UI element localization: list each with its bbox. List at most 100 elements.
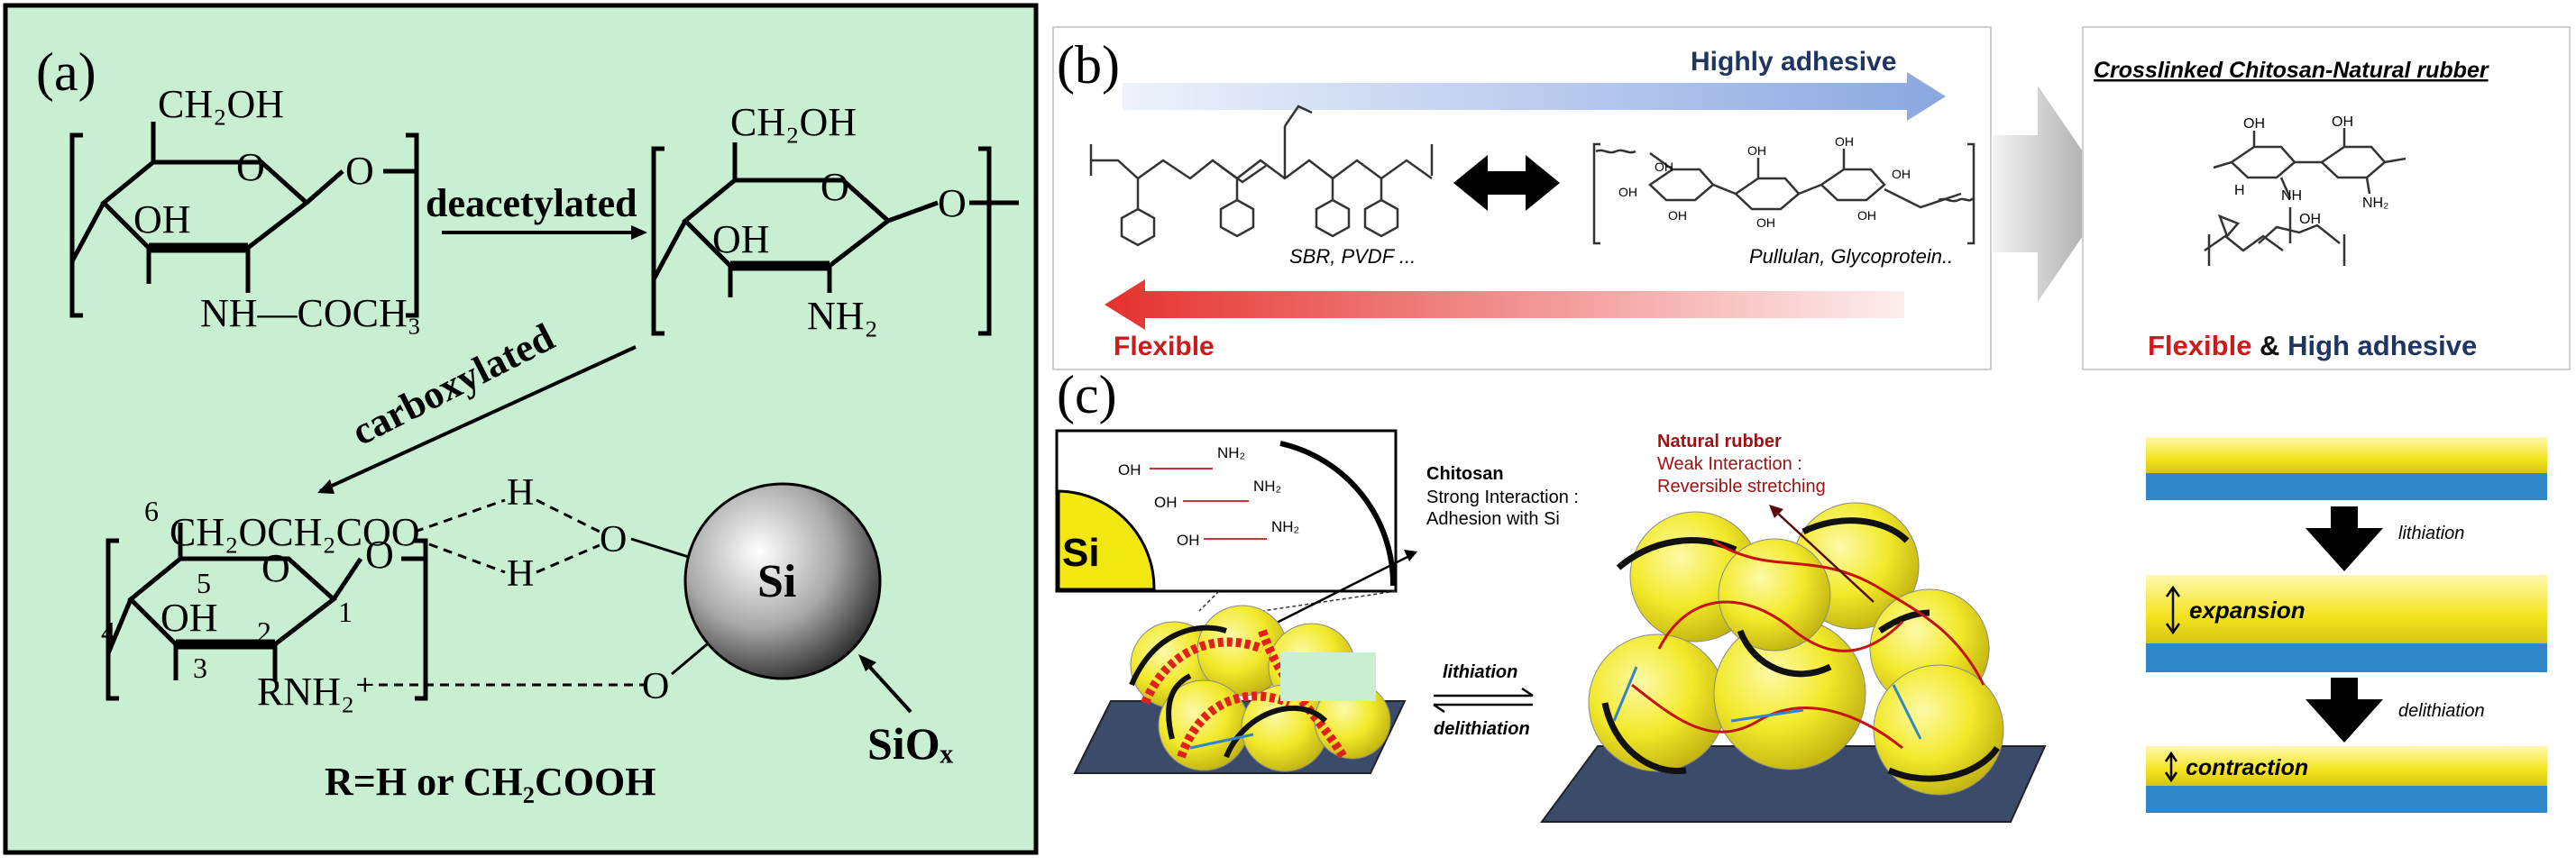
contraction-indicator <box>2164 751 2178 783</box>
oh-bottom: OH <box>160 596 218 640</box>
chitosan-title: Chitosan <box>1426 464 1504 484</box>
oh-right: OH <box>712 217 770 261</box>
ring-o-bottom: O <box>261 546 290 590</box>
delithiation-label: delithiation <box>1434 719 1530 739</box>
bracket-left-2 <box>651 146 665 336</box>
rnh2-label: RNH₂⁺ <box>257 670 375 714</box>
pullulan-oh-6: OH <box>1835 134 1854 149</box>
sbr-structure <box>1089 105 1434 247</box>
nhcoch3-label: NH—COCH₃ <box>200 291 421 335</box>
panel-b: (b) Highly adhesive Flexible SBR, PVDF .… <box>1052 26 2571 370</box>
crosslink-oh-1: OH <box>2243 116 2265 132</box>
pullulan-oh-8: OH <box>1892 167 1911 181</box>
carboxylated-arrow <box>317 345 637 494</box>
chain-right-in <box>651 219 688 281</box>
si-sphere <box>683 482 882 680</box>
crosslink-structure <box>2204 128 2406 266</box>
crosslink-nh2: NH₂ <box>2362 196 2388 211</box>
flexible-arrow <box>1105 279 1904 330</box>
inset-oh-2: OH <box>1154 494 1178 511</box>
ring-o-right: O <box>820 165 849 209</box>
highly-adhesive-label: Highly adhesive <box>1691 47 1896 77</box>
right-delithiation-label: delithiation <box>2398 701 2485 721</box>
crosslink-title: Crosslinked Chitosan-Natural rubber <box>2094 58 2489 83</box>
pristine-blue-arrow <box>1189 733 1254 750</box>
o-si-bottom: O <box>642 666 669 707</box>
deacetylated-arrow <box>442 225 647 240</box>
siox-label: SiOₓ <box>867 718 954 769</box>
inset-nh2-2: NH₂ <box>1253 478 1281 495</box>
r-definition: R=H or CH₂COOH <box>325 760 655 804</box>
zoom-connector-left <box>1198 590 1220 612</box>
chitosan-line1: Strong Interaction : <box>1426 488 1579 507</box>
crosslink-box <box>2082 26 2571 370</box>
chain-bottom-out <box>331 557 363 601</box>
chain-left-out <box>305 169 344 205</box>
right-lithiation-label: lithiation <box>2398 524 2464 543</box>
inset-si-label: Si <box>1062 531 1100 575</box>
inset-nh2-1: NH₂ <box>1217 444 1245 461</box>
double-arrow <box>1453 155 1560 211</box>
chitosan-line2: Adhesion with Si <box>1426 509 1560 529</box>
chitosan-pointer <box>1260 550 1417 633</box>
panel-c: (c) Si OH OH OH NH₂ NH₂ NH₂ Chitosan Str… <box>1055 365 2547 823</box>
inset-oh-1: OH <box>1118 461 1141 479</box>
carbon-4: 4 <box>101 615 115 648</box>
carbon-2: 2 <box>257 615 271 648</box>
oh-left: OH <box>133 197 191 242</box>
rubber-pointer <box>1769 505 1875 603</box>
inset-oh-3: OH <box>1177 532 1200 549</box>
bracket-left-3 <box>105 538 119 701</box>
lithiation-label: lithiation <box>1443 662 1517 682</box>
electrode-stack-expanded <box>2146 575 2547 672</box>
acetylated-monomer <box>69 122 419 318</box>
link-o-right: O <box>938 181 967 225</box>
deacetylated-label: deacetylated <box>426 181 637 225</box>
link-o-bottom: O <box>365 533 394 577</box>
carbon-1: 1 <box>338 596 353 628</box>
rubber-line1: Weak Interaction : <box>1657 454 1802 474</box>
reversible-arrows <box>1433 687 1534 714</box>
bracket-right-2 <box>978 146 992 336</box>
bottom-amp: & <box>2251 330 2287 361</box>
carboxymethyl-monomer <box>105 523 428 701</box>
h-bottom: H <box>507 553 534 595</box>
crosslink-h: H <box>2234 183 2245 198</box>
bracket-right-1 <box>406 132 419 318</box>
panel-a-background <box>3 3 1039 855</box>
panel-b-label: (b) <box>1057 35 1120 95</box>
crosslink-oh-2: OH <box>2332 114 2353 130</box>
bottom-high-adhesive: High adhesive <box>2287 330 2477 361</box>
h-top: H <box>507 472 534 514</box>
nh2-label: NH₂ <box>807 294 878 338</box>
side-chain-label: CH₂OCH₂COO <box>170 510 420 554</box>
chain-right-out <box>887 200 939 223</box>
siox-arrow <box>858 654 912 714</box>
ch2oh-right: CH₂OH <box>730 100 857 144</box>
pullulan-oh-4: OH <box>1747 143 1766 158</box>
chain-left-in <box>69 201 106 263</box>
carbon-6: 6 <box>144 495 159 527</box>
inset-chitosan-arc <box>1279 441 1397 587</box>
rubber-title: Natural rubber <box>1657 432 1782 451</box>
pullulan-oh-7: OH <box>1857 208 1876 223</box>
panel-c-label: (c) <box>1057 365 1117 424</box>
deacetylated-monomer <box>651 142 1019 336</box>
panel-a-label: (a) <box>36 42 96 102</box>
sbr-caption: SBR, PVDF ... <box>1289 245 1416 268</box>
pullulan-structure <box>1592 142 1976 245</box>
ch2oh-left: CH₂OH <box>158 82 284 126</box>
flexible-label: Flexible <box>1114 332 1215 361</box>
zoom-connector-right <box>1261 590 1397 612</box>
gray-arrow <box>1993 86 2112 302</box>
panel-a: (a) CH₂OH O OH O NH—COCH₃ deacetylated <box>3 3 1039 855</box>
expanded-stretch-arrows <box>1612 666 1922 740</box>
carbon-3: 3 <box>193 652 207 684</box>
rubber-line2: Reversible stretching <box>1657 477 1826 497</box>
highly-adhesive-arrow <box>1123 72 1946 121</box>
pullulan-oh-5: OH <box>1756 215 1775 230</box>
o-si-top: O <box>600 519 627 561</box>
expansion-indicator <box>2165 585 2181 635</box>
